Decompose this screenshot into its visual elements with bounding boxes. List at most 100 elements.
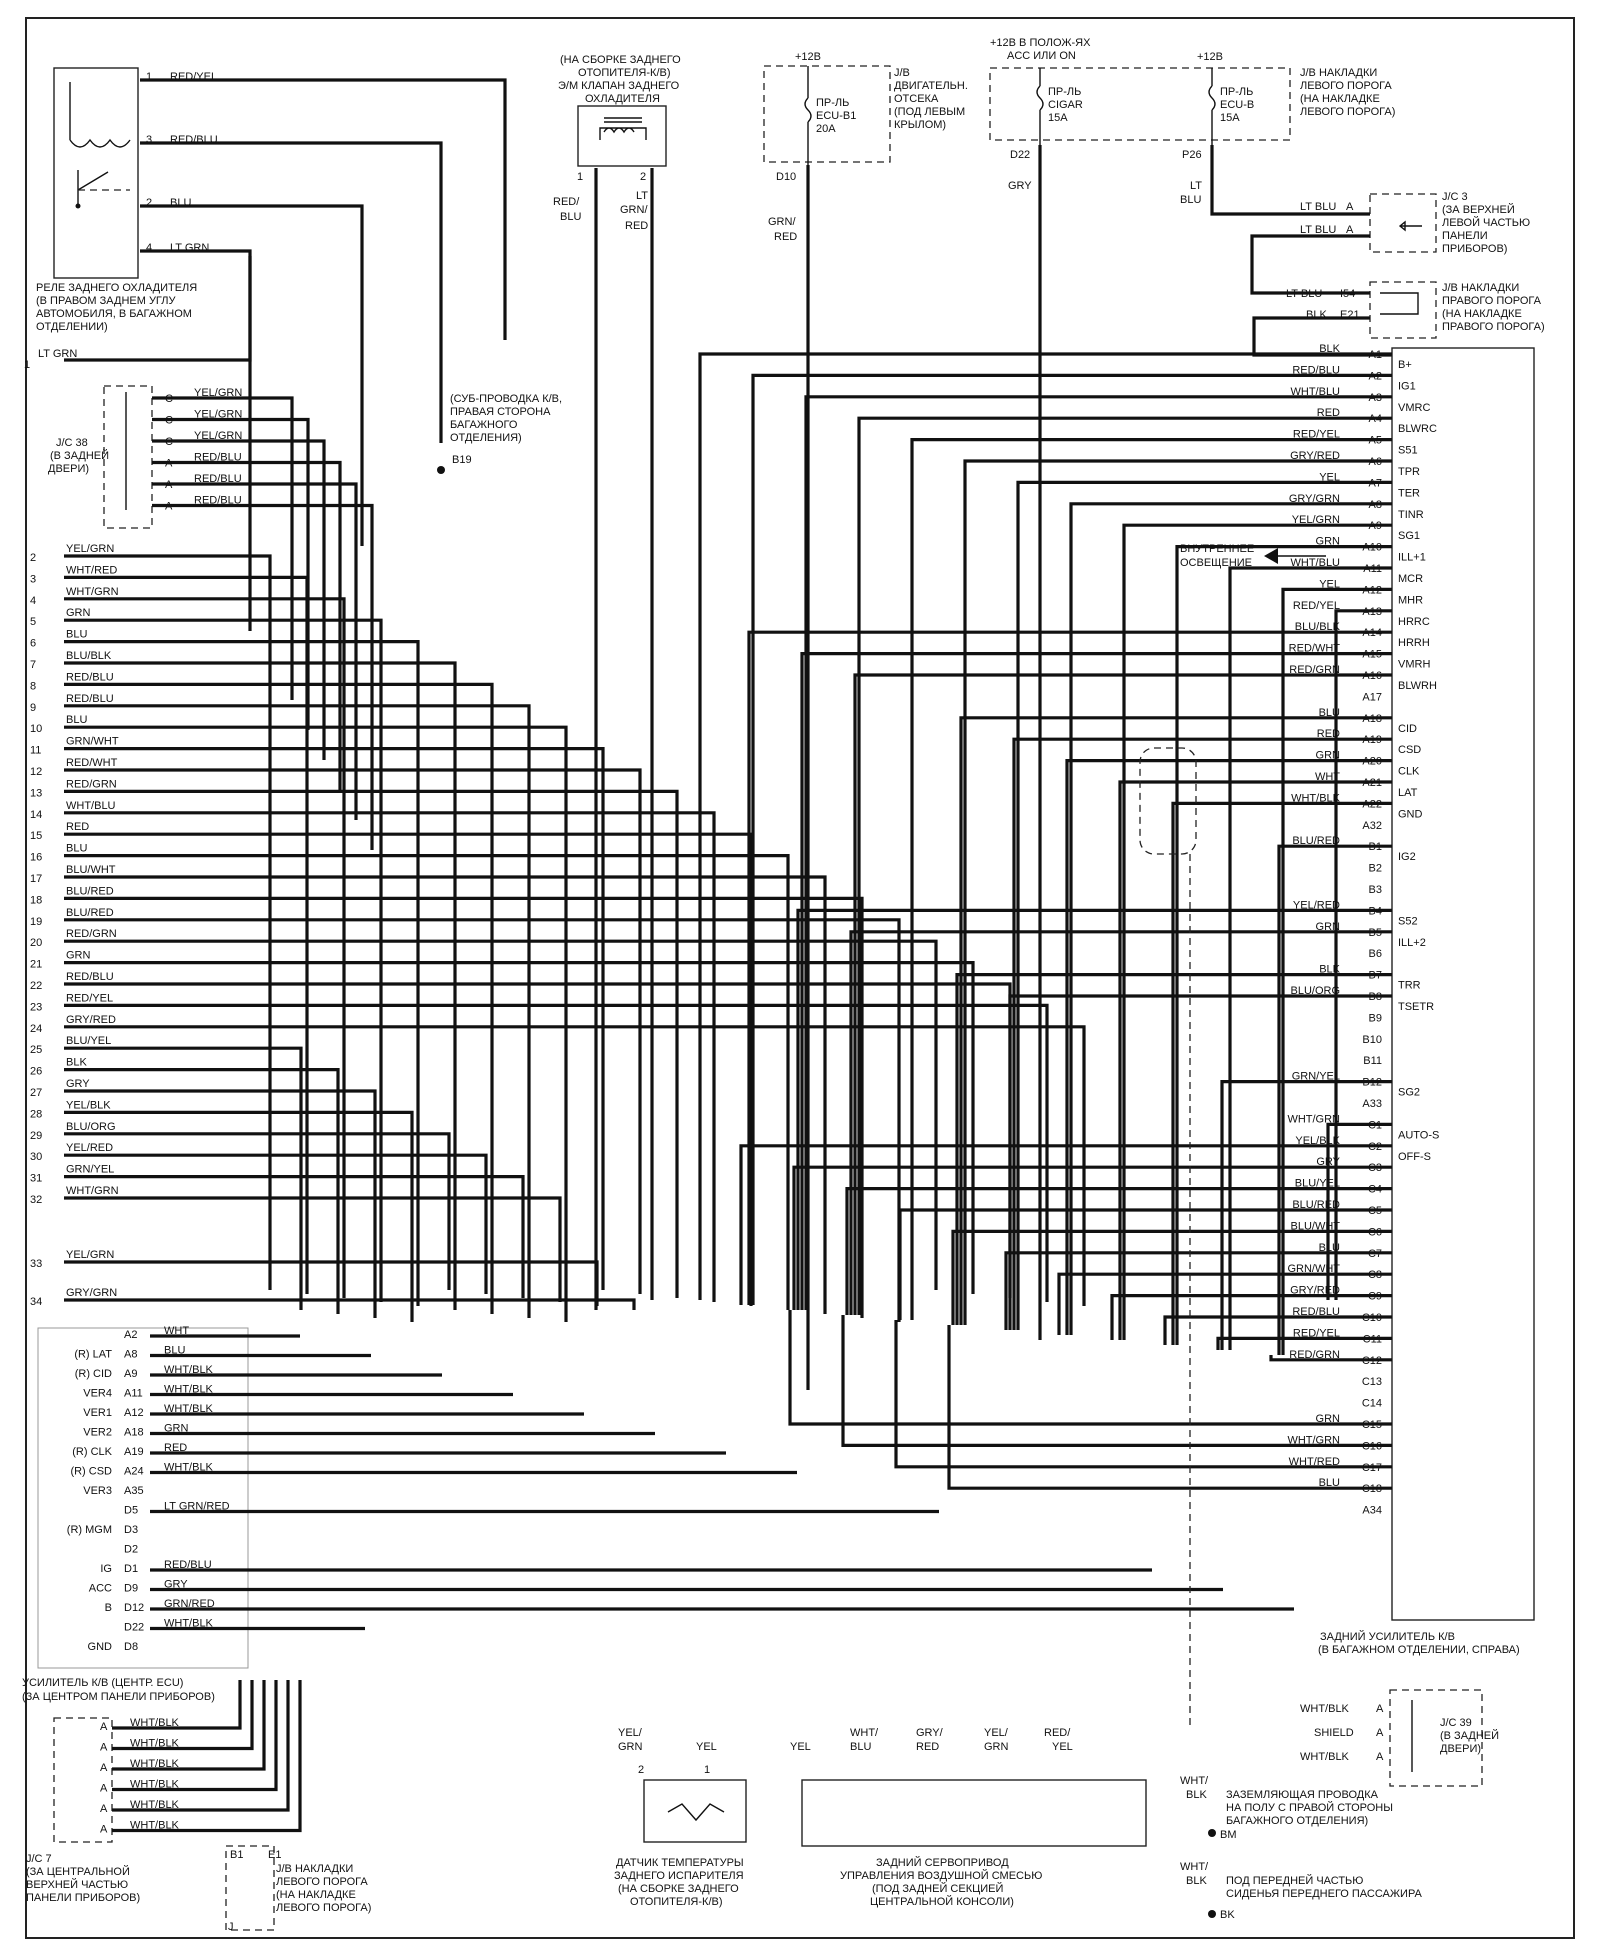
jc7-row-wire: WHT/BLK [130, 1779, 180, 1791]
left-wire-color: BLU [66, 629, 87, 641]
jc39-connector: WHT/BLK A SHIELD A WHT/BLK A J/C 39 (В З… [1300, 1689, 1499, 1787]
evap-wire-2: YEL [696, 1741, 717, 1753]
cigar-fuse-0: ПР-ЛЬ [1048, 86, 1081, 98]
jc39-wire-2: WHT/BLK [1300, 1751, 1350, 1763]
rear-amp-label-0: ЗАДНИЙ УСИЛИТЕЛЬ К/В [1320, 1630, 1455, 1643]
relay-out-num: 1 [24, 359, 30, 371]
wire-run [64, 725, 568, 1322]
engine-fuse-0: ПР-ЛЬ [816, 97, 849, 109]
right-sill-jb: LT BLU I54 BLK E21 J/B НАКЛАДКИ ПРАВОГО … [1286, 281, 1545, 339]
rear-amp-wire: GRN [1316, 750, 1341, 762]
rear-amp-wire-run [1065, 759, 1392, 1335]
rear-amp-pin-id: B3 [1369, 884, 1382, 896]
rear-amp-pin-name: MHR [1398, 594, 1423, 606]
left-wire-number: 9 [30, 702, 36, 714]
left-wire-color: YEL/RED [66, 1142, 113, 1154]
ground1-label-2: БАГАЖНОГО ОТДЕЛЕНИЯ) [1226, 1815, 1368, 1827]
rear-amp-wire-run [1057, 1272, 1392, 1335]
relay-wire-run [140, 204, 364, 546]
wire-run [64, 961, 975, 1294]
rsill-label-2: (НА НАКЛАДКЕ [1442, 308, 1522, 320]
center-amp-wire: GRN [164, 1423, 189, 1435]
rear-amp-pin-name: S51 [1398, 445, 1418, 457]
ground2-pin: BK [1220, 1909, 1235, 1921]
rear-amp-pin-name: ILL+2 [1398, 937, 1426, 949]
subharness-label-1: ПРАВАЯ СТОРОНА [450, 406, 551, 418]
servo-label-1: УПРАВЛЕНИЯ ВОЗДУШНОЙ СМЕСЬЮ [840, 1869, 1042, 1882]
center-amp-pin-name: VER3 [83, 1485, 112, 1497]
left-wire-number: 29 [30, 1130, 42, 1142]
bottom-left-sill-jb: B1 E1 J J/B НАКЛАДКИ ЛЕВОГО ПОРОГА (НА Н… [225, 1845, 371, 1933]
engine-jb: +12В ПР-ЛЬ ECU-B1 20A J/B ДВИГАТЕЛЬН. ОТ… [763, 51, 968, 243]
center-amp-pin-id: D12 [124, 1602, 144, 1614]
jc39-label-0: J/C 39 [1440, 1717, 1472, 1729]
left-wire-number: 10 [30, 723, 42, 735]
rear-amp-pin-name: ILL+1 [1398, 552, 1426, 564]
engine-fuse-1: ECU-B1 [816, 110, 856, 122]
left-wire-color: RED/BLU [66, 971, 114, 983]
rear-amp-wire: BLU/YEL [1295, 1178, 1340, 1190]
rear-amp-pin-name: CLK [1398, 766, 1420, 778]
left-wire-number: 14 [30, 809, 42, 821]
rear-amp-wire: YEL/RED [1293, 899, 1340, 911]
center-amp-wire: WHT/BLK [164, 1384, 214, 1396]
center-amp-pin-name: VER2 [83, 1427, 112, 1439]
left-wire-number: 28 [30, 1108, 42, 1120]
rear-amp-pin-name: B+ [1398, 359, 1412, 371]
wire-run [64, 1068, 340, 1314]
rear-amp-wire: WHT/GRN [1287, 1113, 1340, 1125]
rear-amp-wire-run [845, 1187, 1392, 1315]
servo-wire-1: WHT/ [850, 1727, 879, 1739]
ground2-wire-1: BLK [1186, 1875, 1207, 1887]
rear-amp-pin-name: CID [1398, 723, 1417, 735]
wire-run [64, 768, 642, 1294]
rear-amp-wire-run [955, 973, 1392, 1325]
shielded-cable [1139, 747, 1197, 1728]
rear-amp-wire: GRN/WHT [1287, 1263, 1340, 1275]
jc7-row-pin: A [100, 1762, 108, 1774]
servo-label-3: ЦЕНТРАЛЬНОЙ КОНСОЛИ) [870, 1895, 1014, 1908]
rear-amp-wire-run [1012, 737, 1392, 1330]
relay-wire-run [140, 78, 507, 340]
left-wire-color: WHT/GRN [66, 1185, 119, 1197]
rear-amp-wire-run [857, 416, 1392, 1315]
rear-amp-pin-name: MCR [1398, 573, 1423, 585]
evap-label-3: ОТОПИТЕЛЯ-К/В) [630, 1896, 723, 1908]
wire-run [64, 597, 346, 1298]
center-amp-pin-id: D22 [124, 1622, 144, 1634]
rear-amp-pin-name: IG2 [1398, 851, 1416, 863]
jc3-label-4: ПРИБОРОВ) [1442, 243, 1507, 255]
rear-amp-pin-name: VMRH [1398, 659, 1430, 671]
servo-wire-8: YEL [1052, 1741, 1073, 1753]
rear-amp-wire: RED/WHT [1289, 643, 1341, 655]
engine-jb-label-4: КРЫЛОМ) [894, 119, 946, 131]
left-wire-color: YEL/GRN [66, 1249, 114, 1261]
rsill-label-3: ПРАВОГО ПОРОГА) [1442, 321, 1545, 333]
jc7-wire-run [112, 1680, 290, 1812]
engine-jb-supply: +12В [795, 51, 821, 63]
rear-amp-pin-name: TER [1398, 487, 1420, 499]
servo-wire-0: YEL [790, 1741, 811, 1753]
left-wire-number: 24 [30, 1023, 42, 1035]
wire-bundle [64, 78, 1392, 1390]
center-amp-pin-name: (R) LAT [74, 1349, 112, 1361]
center-amp-pin-name: (R) MGM [67, 1524, 112, 1536]
relay-pin-1: 1 [146, 71, 152, 83]
left-wire-color: BLU [66, 714, 87, 726]
engine-jb-wire-0: GRN/ [768, 216, 796, 228]
rear-amp-wire: GRN/YEL [1292, 1071, 1340, 1083]
left-wire-color: BLU/BLK [66, 650, 112, 662]
bl-sill-label-2: (НА НАКЛАДКЕ [276, 1889, 356, 1901]
wire-run [64, 1132, 451, 1290]
left-wire-color: RED/BLU [66, 693, 114, 705]
rsill-label-0: J/B НАКЛАДКИ [1442, 282, 1519, 294]
jc7-row-pin: A [100, 1742, 108, 1754]
left-wire-number: 34 [30, 1296, 42, 1308]
left-wire-color: YEL/GRN [66, 543, 114, 555]
left-wire-list: 2YEL/GRN3WHT/RED4WHT/GRN5GRN6BLU7BLU/BLK… [30, 543, 119, 1308]
center-amp-wire: BLU [164, 1345, 185, 1357]
wire-run [64, 854, 790, 1310]
